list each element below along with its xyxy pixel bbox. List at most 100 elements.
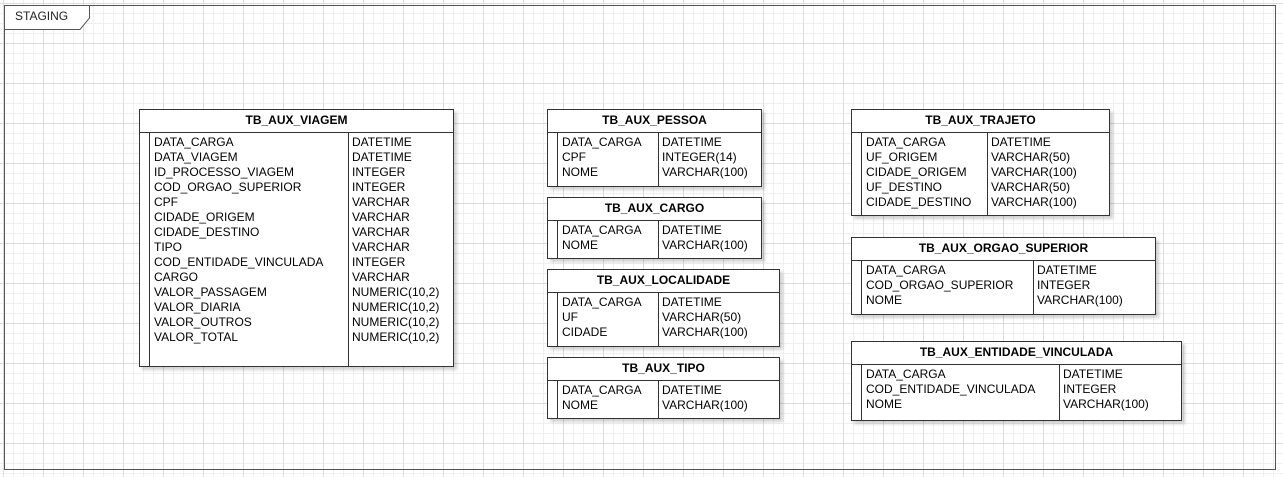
- column-type: VARCHAR: [352, 195, 410, 209]
- column-type: INTEGER: [1063, 382, 1117, 396]
- column-type: VARCHAR(100): [1037, 293, 1123, 307]
- column-name: CIDADE_ORIGEM: [866, 165, 967, 179]
- column-type: INTEGER: [352, 165, 406, 179]
- column-name: DATA_CARGA: [866, 135, 946, 149]
- column-name: DATA_CARGA: [562, 295, 642, 309]
- column-type: DATETIME: [352, 135, 412, 149]
- column-name: NOME: [562, 238, 598, 252]
- column-divider: [658, 132, 659, 186]
- column-type: VARCHAR(100): [662, 398, 748, 412]
- column-divider: [658, 220, 659, 258]
- column-divider: [348, 132, 349, 366]
- table-key-gutter: [852, 132, 862, 215]
- column-type: DATETIME: [1037, 263, 1097, 277]
- column-divider: [658, 380, 659, 418]
- column-type: NUMERIC(10,2): [352, 300, 440, 314]
- column-name: VALOR_DIARIA: [154, 300, 241, 314]
- column-type: DATETIME: [662, 135, 722, 149]
- column-name: UF: [562, 310, 578, 324]
- column-type: NUMERIC(10,2): [352, 330, 440, 344]
- column-name: COD_ENTIDADE_VINCULADA: [866, 382, 1036, 396]
- column-name: COD_ENTIDADE_VINCULADA: [154, 255, 324, 269]
- column-type: INTEGER(14): [662, 150, 737, 164]
- column-divider: [987, 132, 988, 215]
- column-type: NUMERIC(10,2): [352, 315, 440, 329]
- column-name: CPF: [562, 150, 586, 164]
- column-type: VARCHAR(100): [991, 165, 1077, 179]
- staging-package-tab[interactable]: STAGING: [4, 5, 90, 30]
- column-name: ID_PROCESSO_VIAGEM: [154, 165, 295, 179]
- table-title: TB_AUX_TRAJETO: [852, 110, 1109, 133]
- column-divider: [1059, 364, 1060, 420]
- column-type: VARCHAR(100): [662, 238, 748, 252]
- column-type: VARCHAR(100): [662, 325, 748, 339]
- table-title: TB_AUX_VIAGEM: [140, 110, 453, 133]
- column-type: VARCHAR: [352, 225, 410, 239]
- staging-package-frame: [4, 5, 1276, 470]
- table-key-gutter: [548, 132, 558, 186]
- table-key-gutter: [852, 364, 862, 420]
- table-key-gutter: [852, 260, 862, 314]
- table-title: TB_AUX_TIPO: [548, 358, 779, 381]
- column-name: CIDADE: [562, 325, 608, 339]
- column-name: CIDADE_ORIGEM: [154, 210, 255, 224]
- column-name: UF_ORIGEM: [866, 150, 938, 164]
- column-name: CIDADE_DESTINO: [154, 225, 260, 239]
- table-title: TB_AUX_ENTIDADE_VINCULADA: [852, 342, 1181, 365]
- column-type: VARCHAR: [352, 270, 410, 284]
- column-name: CIDADE_DESTINO: [866, 195, 972, 209]
- column-name: CPF: [154, 195, 178, 209]
- column-name: DATA_CARGA: [866, 367, 946, 381]
- column-type: DATETIME: [1063, 367, 1123, 381]
- table-title: TB_AUX_ORGAO_SUPERIOR: [852, 238, 1155, 261]
- table-key-gutter: [548, 292, 558, 346]
- column-name: UF_DESTINO: [866, 180, 943, 194]
- column-name: DATA_CARGA: [562, 383, 642, 397]
- table-key-gutter: [548, 380, 558, 418]
- column-name: DATA_CARGA: [866, 263, 946, 277]
- column-type: VARCHAR: [352, 210, 410, 224]
- column-type: DATETIME: [662, 383, 722, 397]
- column-type: VARCHAR: [352, 240, 410, 254]
- column-name: TIPO: [154, 240, 183, 254]
- column-divider: [658, 292, 659, 346]
- column-type: DATETIME: [662, 295, 722, 309]
- table-title: TB_AUX_LOCALIDADE: [548, 270, 779, 293]
- column-name: VALOR_PASSAGEM: [154, 285, 267, 299]
- column-name: NOME: [562, 398, 598, 412]
- column-name: NOME: [562, 165, 598, 179]
- column-type: INTEGER: [352, 255, 406, 269]
- table-key-gutter: [140, 132, 150, 366]
- package-label: STAGING: [15, 9, 69, 23]
- table-key-gutter: [548, 220, 558, 258]
- column-name: COD_ORGAO_SUPERIOR: [866, 278, 1014, 292]
